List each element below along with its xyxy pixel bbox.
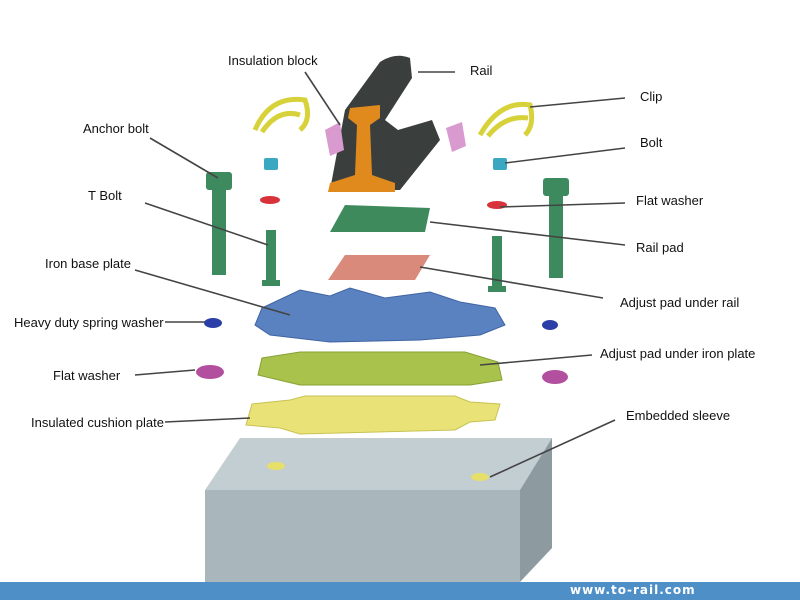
label-t-bolt: T Bolt — [88, 188, 122, 203]
label-bolt: Bolt — [640, 135, 663, 150]
spring-washer-right — [542, 320, 558, 330]
flat-washer-red-left — [260, 196, 280, 204]
label-insulation-block: Insulation block — [228, 53, 318, 68]
adjust-pad-under-iron-plate — [257, 351, 503, 386]
label-flat-washer-left: Flat washer — [53, 368, 121, 383]
label-clip: Clip — [640, 89, 662, 104]
label-anchor-bolt: Anchor bolt — [83, 121, 149, 136]
website-link[interactable]: www.to-rail.com — [570, 583, 696, 597]
label-heavy-duty-spring-washer: Heavy duty spring washer — [14, 315, 164, 330]
label-rail: Rail — [470, 63, 493, 78]
rail — [328, 55, 440, 192]
flat-washer-purple-right — [542, 370, 568, 384]
label-adjust-pad-under-rail: Adjust pad under rail — [620, 295, 739, 310]
label-iron-base-plate: Iron base plate — [45, 256, 131, 271]
label-rail-pad: Rail pad — [636, 240, 684, 255]
label-insulated-cushion-plate: Insulated cushion plate — [31, 415, 164, 430]
iron-base-plate — [254, 287, 506, 343]
label-adjust-pad-under-iron-plate: Adjust pad under iron plate — [600, 346, 755, 361]
adjust-pad-under-rail — [328, 255, 430, 280]
label-flat-washer-right: Flat washer — [636, 193, 704, 208]
t-bolt-left — [262, 230, 280, 286]
insulation-block-right — [446, 122, 466, 152]
embedded-sleeve-right — [471, 473, 489, 481]
bolt-nut-left — [264, 158, 278, 170]
flat-washer-red-right — [487, 201, 507, 209]
embedded-sleeve-left — [267, 462, 285, 470]
flat-washer-purple-left — [196, 365, 224, 379]
anchor-bolt-left — [206, 172, 232, 275]
clip-right — [477, 101, 535, 138]
insulated-cushion-plate — [245, 395, 501, 435]
spring-washer-left — [204, 318, 222, 328]
footer-bar: www.to-rail.com — [0, 582, 800, 600]
insulation-block-left — [325, 122, 344, 156]
t-bolt-right — [488, 236, 506, 292]
label-embedded-sleeve: Embedded sleeve — [626, 408, 730, 423]
anchor-bolt-right — [543, 178, 569, 278]
rail-pad — [330, 205, 430, 232]
concrete-sleeper — [205, 438, 552, 582]
bolt-nut-right — [493, 158, 507, 170]
clip-left — [252, 96, 311, 134]
leader-lines — [134, 71, 626, 478]
